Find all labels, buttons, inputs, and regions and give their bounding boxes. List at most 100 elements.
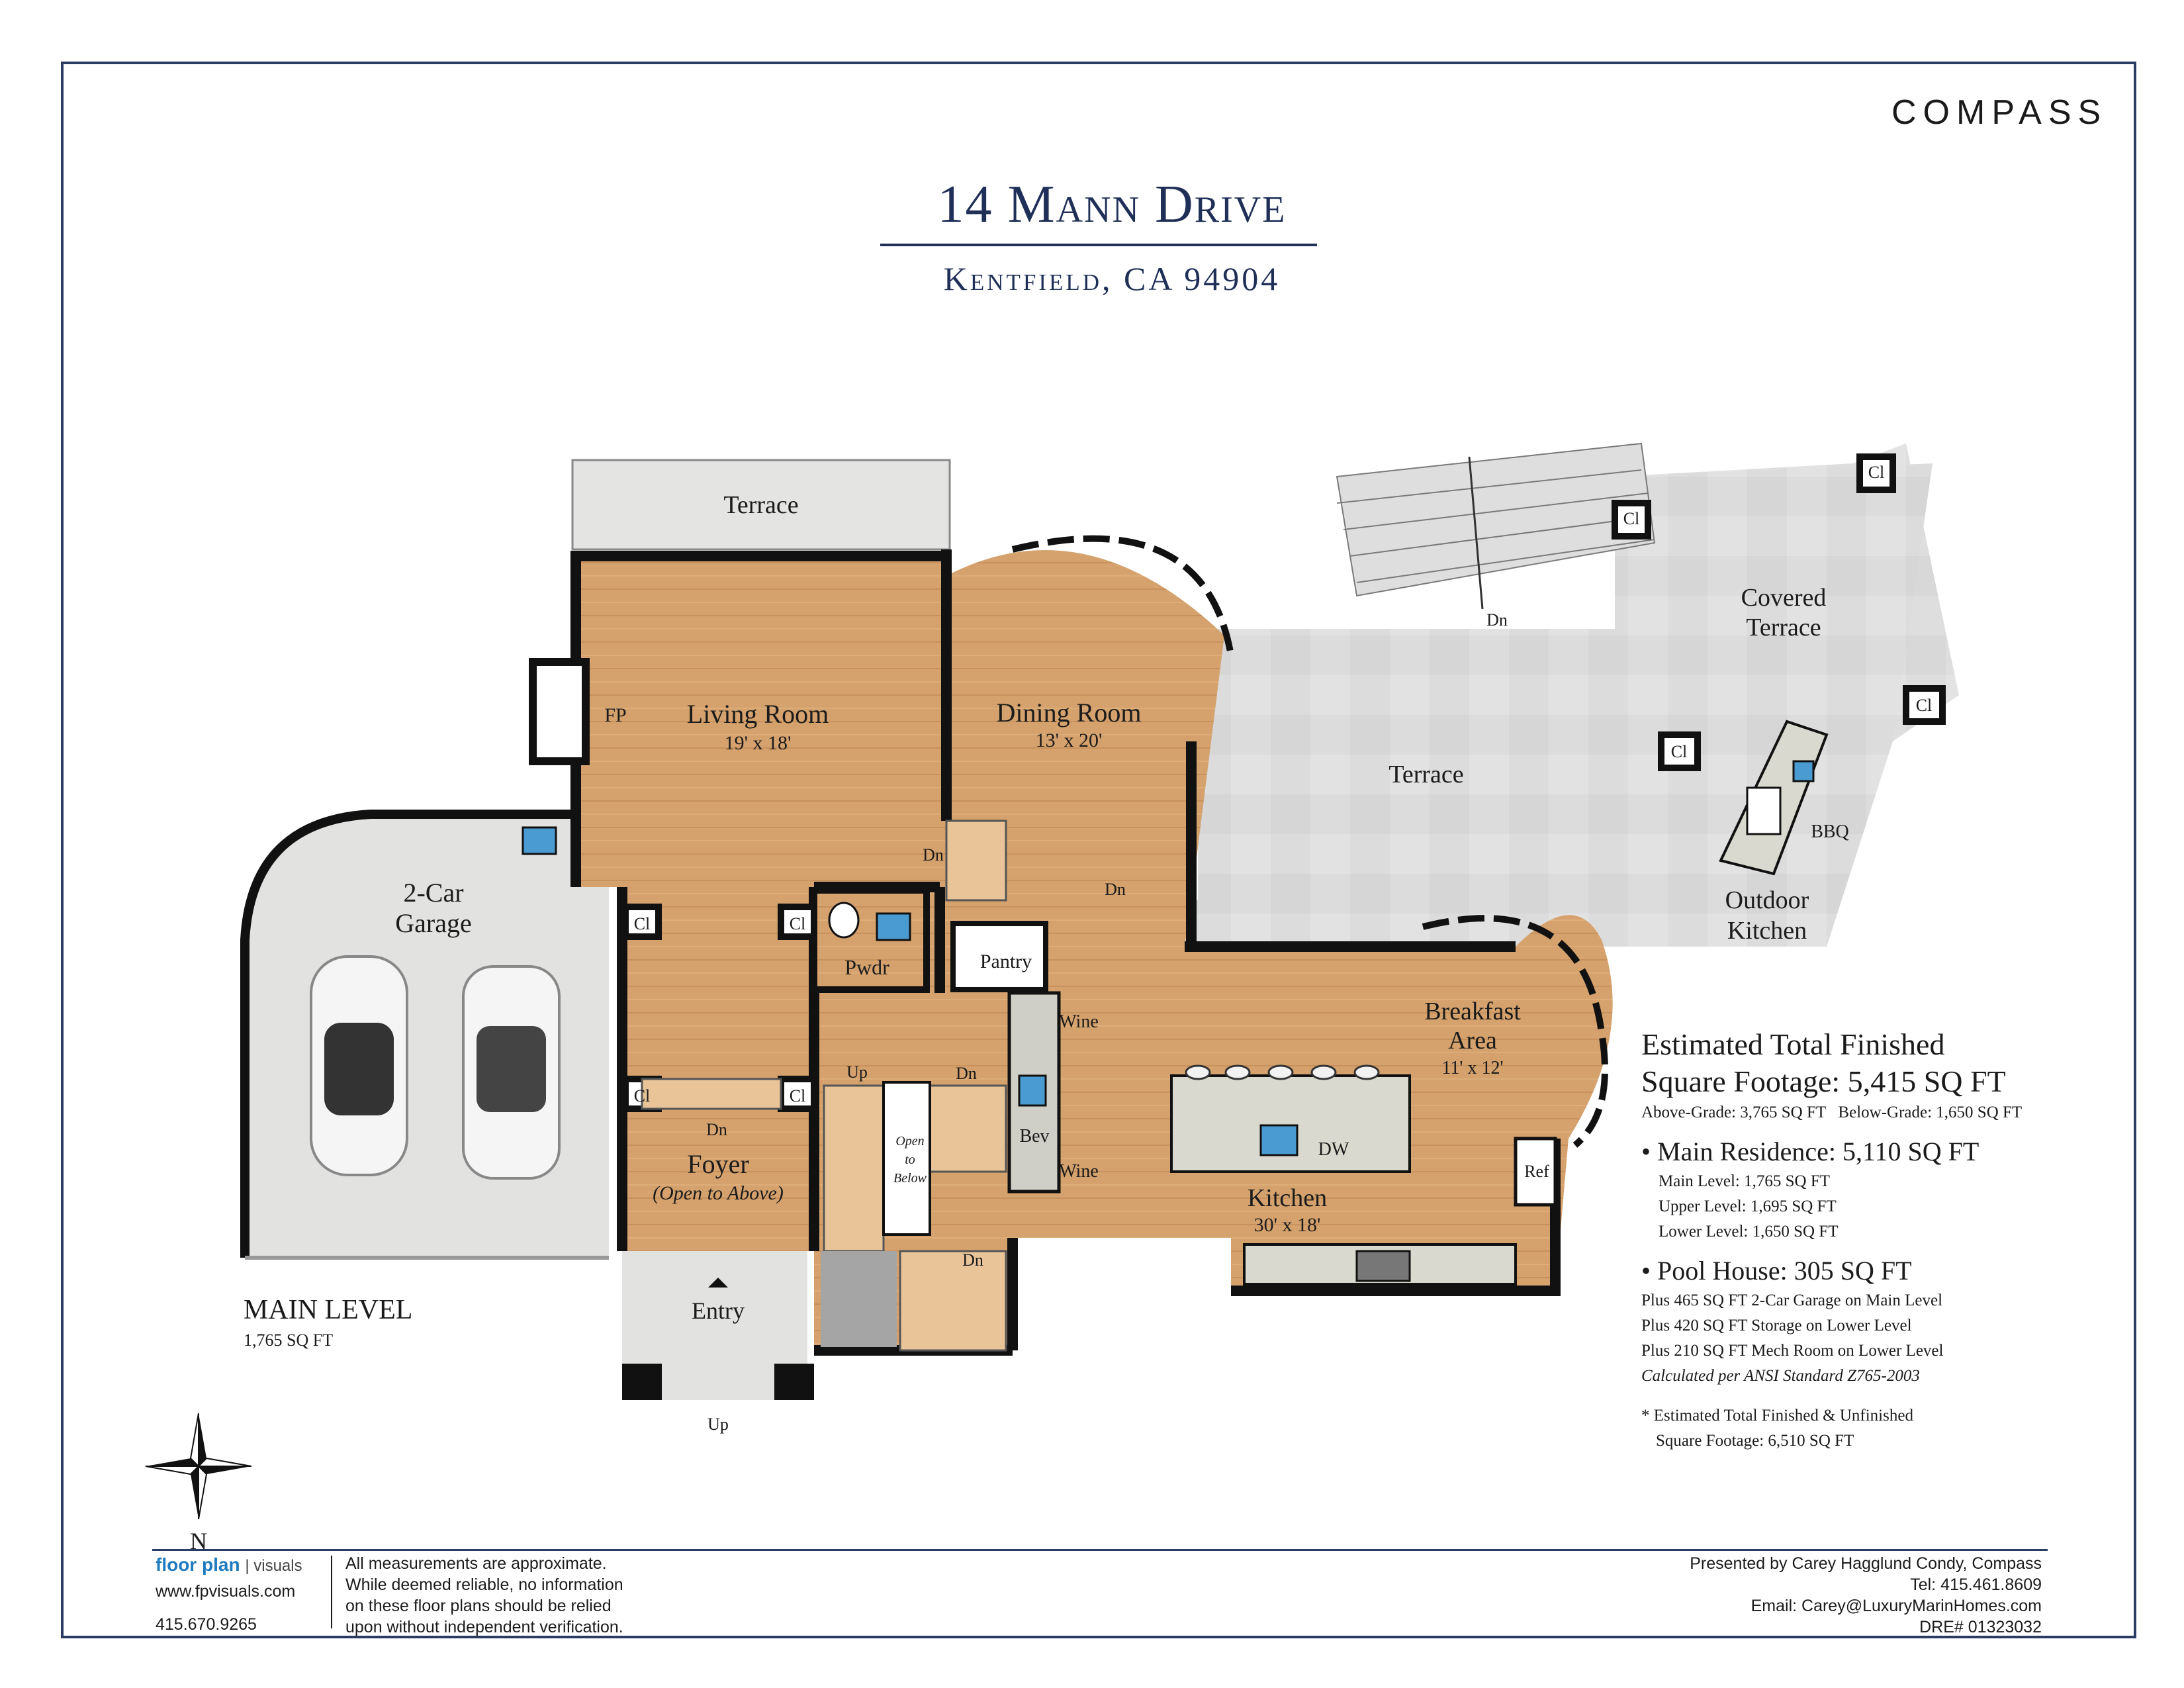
page-frame xyxy=(61,62,2136,1638)
label-wine-top: Wine xyxy=(1059,1011,1099,1032)
level-name: MAIN LEVEL xyxy=(244,1295,413,1325)
stats-lower-level: Lower Level: 1,650 SQ FT xyxy=(1659,1223,1839,1241)
label-pantry: Pantry xyxy=(980,951,1032,972)
label-cl-1: Cl xyxy=(634,914,651,933)
label-open-3: Below xyxy=(893,1171,927,1186)
label-garage-2: Garage xyxy=(395,908,471,938)
fp-brand-2: | visuals xyxy=(245,1557,302,1575)
label-dn-2: Dn xyxy=(1105,880,1126,899)
label-cl-4: Cl xyxy=(790,1086,806,1105)
label-cl-5: Cl xyxy=(1623,509,1640,528)
label-garage-1: 2-Car xyxy=(403,878,463,908)
label-kitchen-dim: 30' x 18' xyxy=(1254,1214,1321,1236)
agent-email[interactable]: Email: Carey@LuxuryMarinHomes.com xyxy=(1751,1597,2042,1615)
footer-rule xyxy=(152,1549,2048,1551)
disclaimer-4: upon without independent verification. xyxy=(345,1618,623,1636)
level-sqft: 1,765 SQ FT xyxy=(244,1331,334,1350)
label-bbq: BBQ xyxy=(1811,821,1849,842)
outdoor-sink xyxy=(1792,760,1815,782)
garage-sink xyxy=(522,826,557,855)
disclaimer-2: While deemed reliable, no information xyxy=(345,1575,623,1594)
stats-pool-house-text: Pool House: 305 SQ FT xyxy=(1657,1256,1912,1286)
stats-note-2: Square Footage: 6,510 SQ FT xyxy=(1656,1432,1854,1450)
stairs xyxy=(641,820,1007,1352)
kitchen-island xyxy=(1170,1074,1411,1173)
compass-logo: COMPASS xyxy=(1891,93,2108,132)
label-dn-4: Dn xyxy=(706,1120,727,1139)
label-bev: Bev xyxy=(1019,1126,1049,1147)
breakfast-bay-window xyxy=(1422,915,1608,1148)
car-right xyxy=(462,965,561,1180)
fp-phone: 415.670.9265 xyxy=(156,1615,257,1634)
pantry-room xyxy=(950,921,1048,992)
agent-info: Presented by Carey Hagglund Condy, Compa… xyxy=(1588,1553,2042,1638)
open-to-below xyxy=(882,1081,931,1236)
label-cl-8: Cl xyxy=(1916,696,1933,715)
label-covered-2: Terrace xyxy=(1746,614,1821,641)
covered-terrace-floor xyxy=(1615,444,1959,741)
label-pwdr: Pwdr xyxy=(844,955,889,979)
stats-main-res-text: Main Residence: 5,110 SQ FT xyxy=(1657,1137,1979,1166)
label-cl-6: Cl xyxy=(1868,463,1885,482)
stats-total-2: Square Footage: 5,415 SQ FT xyxy=(1641,1064,2006,1098)
island-stools xyxy=(1185,1064,1380,1080)
label-cl-7: Cl xyxy=(1671,742,1688,761)
stats-grade: Above-Grade: 3,765 SQ FT Below-Grade: 1,… xyxy=(1641,1103,2023,1121)
fp-site[interactable]: www.fpvisuals.com xyxy=(156,1582,296,1601)
terrace-top-floor xyxy=(571,459,951,551)
label-cl-3: Cl xyxy=(634,1086,651,1105)
footer-separator xyxy=(331,1556,332,1628)
stats-plus-3: Plus 210 SQ FT Mech Room on Lower Level xyxy=(1641,1342,1944,1360)
label-dining-room: Dining Room xyxy=(997,698,1142,727)
label-kitchen: Kitchen xyxy=(1248,1184,1327,1212)
stats-main-level: Main Level: 1,765 SQ FT xyxy=(1659,1172,1831,1190)
powder-sink xyxy=(876,912,911,941)
label-open-1: Open xyxy=(895,1134,924,1149)
refrigerator xyxy=(1514,1137,1557,1207)
terrace-steps xyxy=(1336,442,1656,610)
square-footage-panel: Estimated Total Finished Square Footage:… xyxy=(1641,1026,2118,1454)
fp-brand: floor plan xyxy=(156,1554,240,1575)
label-breakfast-dim: 11' x 12' xyxy=(1441,1058,1503,1078)
label-dn-5: Dn xyxy=(956,1064,977,1083)
label-living-room: Living Room xyxy=(687,699,829,729)
label-dining-dim: 13' x 20' xyxy=(1036,729,1103,751)
property-subtitle: Kentfield, CA 94904 xyxy=(943,260,1281,297)
grey-void xyxy=(821,1251,897,1347)
disclaimer-3: on these floor plans should be relied xyxy=(345,1597,612,1615)
stats-note-1: * Estimated Total Finished & Unfinished xyxy=(1641,1407,1913,1425)
label-foyer: Foyer xyxy=(687,1149,749,1179)
title-underline xyxy=(880,244,1317,246)
stats-upper-level: Upper Level: 1,695 SQ FT xyxy=(1659,1197,1837,1215)
bev-counter xyxy=(1007,991,1061,1194)
cooktop xyxy=(1355,1250,1411,1282)
label-dn-6: Dn xyxy=(962,1250,983,1270)
label-entry: Entry xyxy=(692,1297,745,1324)
property-title: 14 Mann Drive xyxy=(937,175,1287,234)
label-wine-bottom: Wine xyxy=(1059,1161,1099,1182)
island-sink xyxy=(1259,1124,1298,1156)
label-breakfast-1: Breakfast xyxy=(1424,998,1521,1025)
disclaimer: All measurements are approximate. While … xyxy=(345,1553,623,1638)
stats-ansi: Calculated per ANSI Standard Z765-2003 xyxy=(1641,1367,1920,1385)
label-living-dim: 19' x 18' xyxy=(725,732,792,754)
agent-tel: Tel: 415.461.8609 xyxy=(1910,1575,2042,1594)
stats-plus-1: Plus 465 SQ FT 2-Car Garage on Main Leve… xyxy=(1641,1291,1943,1309)
compass-rose-icon xyxy=(145,1413,252,1520)
label-covered-1: Covered xyxy=(1741,584,1827,612)
fpvisuals-logo: floor plan | visuals xyxy=(156,1554,302,1575)
label-cl-2: Cl xyxy=(790,914,806,933)
stats-total-1: Estimated Total Finished xyxy=(1641,1027,1945,1061)
fireplace xyxy=(529,658,590,765)
label-breakfast-2: Area xyxy=(1448,1027,1497,1055)
stats-main-res: • Main Residence: 5,110 SQ FT xyxy=(1641,1137,1979,1166)
label-outdoor-1: Outdoor xyxy=(1725,886,1809,914)
label-foyer-note: (Open to Above) xyxy=(653,1182,784,1204)
label-dn-3: Dn xyxy=(1486,610,1508,630)
label-terrace-main: Terrace xyxy=(1388,761,1463,788)
bev-sink xyxy=(1018,1074,1047,1107)
bbq-grill xyxy=(1746,786,1782,835)
stats-pool-house: • Pool House: 305 SQ FT xyxy=(1641,1256,1912,1286)
agent-dre: DRE# 01323032 xyxy=(1919,1618,2042,1636)
